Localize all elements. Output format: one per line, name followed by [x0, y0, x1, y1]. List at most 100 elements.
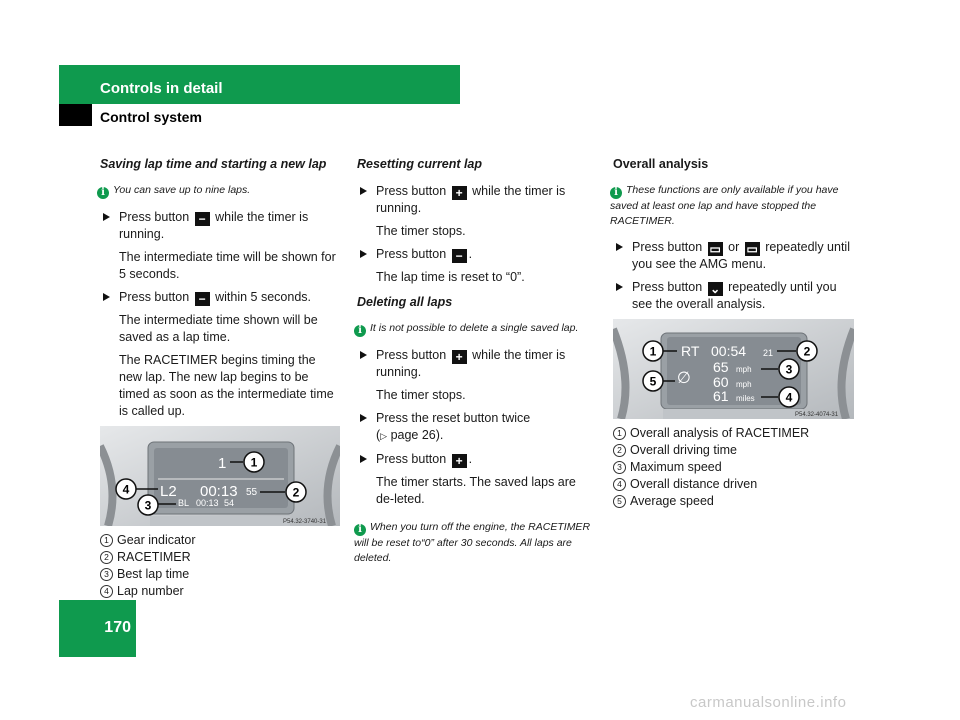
svg-text:P54.32-3740-31: P54.32-3740-31 — [283, 519, 327, 525]
svg-text:3: 3 — [145, 499, 152, 513]
arrow-bullet-icon — [360, 187, 367, 195]
svg-text:L2: L2 — [160, 483, 177, 500]
racetimer-display-figure: 1 L2 00:13 55 BL 00:13 54 P54.32-3740-31… — [100, 426, 340, 526]
info-icon: i — [354, 524, 366, 536]
page-reference-icon: ▷ — [380, 431, 388, 441]
plus-button-icon: + — [451, 350, 467, 364]
svg-text:61: 61 — [713, 388, 729, 404]
paragraph: The timer starts. The saved laps are de-… — [376, 475, 576, 506]
svg-text:RT: RT — [681, 343, 700, 359]
svg-text:P54.32-4074-31: P54.32-4074-31 — [795, 412, 839, 418]
minus-button-icon: − — [194, 212, 210, 226]
down-button-icon: ⌄ — [707, 282, 723, 296]
minus-button-icon: − — [451, 249, 467, 263]
heading-overall-analysis: Overall analysis — [613, 157, 709, 171]
svg-text:mph: mph — [736, 380, 752, 389]
plus-button-icon: + — [451, 454, 467, 468]
step: Press button +. — [357, 451, 597, 468]
info-icon: i — [610, 187, 622, 199]
minus-button-icon: − — [194, 292, 210, 306]
paragraph: The RACETIMER begins timing the new lap.… — [119, 353, 334, 418]
svg-text:54: 54 — [224, 498, 234, 508]
page-number-band — [59, 600, 136, 657]
arrow-bullet-icon — [360, 414, 367, 422]
paragraph: The timer stops. — [376, 224, 466, 238]
arrow-bullet-icon — [616, 243, 623, 251]
page-number: 170 — [104, 619, 131, 636]
header-band — [59, 65, 460, 104]
step: Press the reset button twice(▷ page 26). — [357, 410, 597, 445]
arrow-bullet-icon — [360, 250, 367, 258]
svg-text:55: 55 — [246, 487, 258, 498]
plus-button-icon: + — [451, 186, 467, 200]
step: Press button − within 5 seconds. — [100, 289, 340, 306]
svg-text:60: 60 — [713, 374, 729, 390]
watermark: carmanualsonline.info — [690, 694, 847, 711]
step: Press button + while the timer is runnin… — [357, 183, 597, 217]
header-marker — [59, 104, 92, 126]
display-illustration: 1 L2 00:13 55 BL 00:13 54 P54.32-3740-31… — [100, 426, 340, 526]
svg-text:00:54: 00:54 — [711, 343, 746, 359]
heading-reset-lap: Resetting current lap — [357, 157, 483, 171]
step: Press button ⌄ repeatedly until you see … — [613, 279, 858, 313]
svg-text:miles: miles — [736, 394, 755, 403]
svg-text:4: 4 — [123, 483, 130, 497]
svg-text:2: 2 — [293, 486, 300, 500]
svg-text:1: 1 — [251, 456, 258, 470]
page-next-button-icon: ▭ — [707, 242, 723, 256]
svg-text:1: 1 — [650, 345, 657, 359]
paragraph: The timer stops. — [376, 388, 466, 402]
step: Press button + while the timer is runnin… — [357, 347, 597, 381]
display-illustration: RT 00:54 21 ∅ 65 mph 60 mph 61 miles P54… — [613, 319, 854, 419]
subsection-title: Control system — [100, 109, 202, 125]
svg-text:BL: BL — [178, 498, 189, 508]
step: Press button −. — [357, 246, 597, 263]
step: Press button − while the timer is runnin… — [100, 209, 340, 243]
column-1: Saving lap time and starting a new lap i… — [97, 156, 340, 600]
info-icon: i — [97, 187, 109, 199]
svg-text:00:13: 00:13 — [196, 498, 219, 508]
overall-analysis-display-figure: RT 00:54 21 ∅ 65 mph 60 mph 61 miles P54… — [613, 319, 854, 419]
gear-number: 1 — [218, 455, 226, 472]
info-icon: i — [354, 325, 366, 337]
page-prev-button-icon: ▭ — [744, 242, 760, 256]
svg-text:00:13: 00:13 — [200, 483, 238, 500]
svg-text:∅: ∅ — [677, 368, 691, 387]
arrow-bullet-icon — [103, 213, 110, 221]
svg-text:21: 21 — [763, 348, 773, 358]
paragraph: The intermediate time will be shown for … — [119, 250, 336, 281]
heading-save-lap: Saving lap time and starting a new lap — [100, 157, 327, 171]
paragraph: The lap time is reset to “0”. — [376, 270, 525, 284]
svg-text:4: 4 — [786, 391, 793, 405]
arrow-bullet-icon — [103, 293, 110, 301]
step: Press button ▭ or ▭ repeatedly until you… — [613, 239, 858, 273]
arrow-bullet-icon — [360, 351, 367, 359]
section-title: Controls in detail — [100, 80, 223, 97]
svg-text:5: 5 — [650, 375, 657, 389]
heading-delete-laps: Deleting all laps — [357, 295, 453, 309]
paragraph: The intermediate time shown will be save… — [119, 313, 318, 344]
svg-text:3: 3 — [786, 363, 793, 377]
arrow-bullet-icon — [616, 283, 623, 291]
arrow-bullet-icon — [360, 455, 367, 463]
svg-text:65: 65 — [713, 359, 729, 375]
column-2: Resetting current lap Press button + whi… — [354, 156, 597, 576]
svg-text:2: 2 — [804, 345, 811, 359]
svg-text:mph: mph — [736, 365, 752, 374]
